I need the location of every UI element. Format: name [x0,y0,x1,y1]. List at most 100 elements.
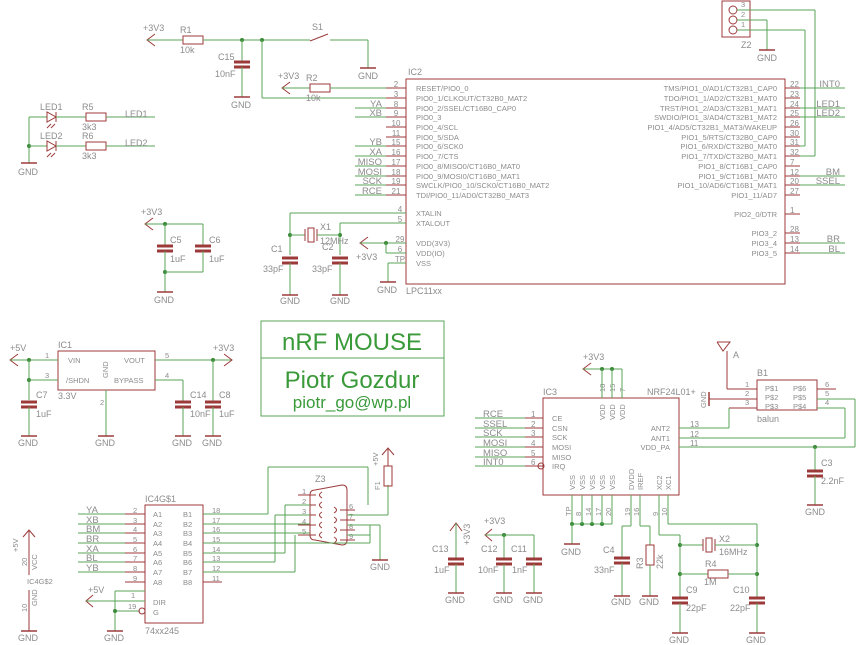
pin-name: VDD_PA [641,443,670,452]
pin-number: 14 [212,545,220,554]
pin-number: 9 [651,512,660,516]
net-label: XB [86,515,99,526]
pin-number: 19 [392,177,401,186]
label-components-r2-value: 10k [306,93,321,103]
pin-name: A5 [153,549,162,558]
label-components-r6-value: 3k3 [82,151,97,161]
label-supplies-gnd: GND [805,507,826,517]
label-ic2-name: IC2 [408,67,422,77]
pin-number: 11 [392,129,401,138]
pin-name: B5 [183,549,192,558]
pin-name: VSS [608,475,617,490]
pin-number: 18 [392,168,401,177]
net-label: BM [826,167,840,178]
pin-name: B6 [183,558,192,567]
pin-number: 3 [302,507,306,516]
resistor-r6: R6 3k3 LED2 [82,131,155,161]
net-label: INT0 [819,79,840,90]
pin-number: 2 [394,80,399,89]
net-label-led1: LED1 [125,109,148,119]
pin-name: B3 [183,529,192,538]
label-components-c14-name: C14 [190,390,207,400]
label-ic1-pins-2-num: 5 [165,351,169,360]
label-components-r5-name: R5 [82,102,94,112]
net-label: YA [370,99,383,110]
pin-number: 4 [398,205,403,214]
connector-z2: 3 2 1 Z2 GND [721,0,816,156]
label-components-z2-pins-2: 1 [741,20,745,29]
label-supplies-gnd: GND [358,71,379,81]
label-ic1-pins-3-num: 4 [165,371,169,380]
net-label: BR [86,534,99,545]
pin-name: PIO0_7/CTS [416,152,459,161]
pin-name: MOSI [552,443,571,452]
pin-number: 25 [790,109,799,118]
label-components-c15-value: 10nF [215,69,236,79]
label-ic1-pins-4-num: 2 [100,398,104,407]
pin-name: IREF [636,472,645,490]
pin-number: 15 [212,535,220,544]
pin-name: B8 [183,578,192,587]
label-components-s1-name: S1 [312,22,323,32]
pin-number: 27 [790,187,799,196]
pin-name: TDO/PIO1_1/AD2/CT32B1_MAT0 [664,94,777,103]
net-label: BR [827,234,840,245]
pin-number: 16 [632,508,641,516]
label-components-c11-value: 1nF [512,565,528,575]
net-label: YB [369,137,382,148]
pin-number: 6 [349,502,353,511]
label-supplies-gnd: GND [611,597,632,607]
label-ic4-value: 74xx245 [145,626,179,636]
label-ic4-ctrl_pins-1-num: 19 [128,602,136,611]
label-components-b1-pins_right-2-num: 4 [825,398,829,407]
pin-number: 1 [302,487,306,496]
pin-name: TRST/PIO1_2/AD3/CT32B1_MAT1 [660,104,777,113]
label-components-r6-name: R6 [82,131,94,141]
pin-name: CE [552,414,562,423]
pin-name: B4 [183,539,192,548]
pin-number: 8 [349,522,353,531]
net-label: SCK [362,176,382,187]
net-label: RCE [362,186,382,197]
label-components-c14-value: 10nF [190,409,211,419]
label-supplies-v33: +3V3 [141,207,162,217]
label-supplies-v33: +3V3 [143,23,164,33]
label-supplies-v33: +3V3 [583,352,604,362]
label-components-c4-name: C4 [603,545,615,555]
label-components-b1-pins_left-0-name: P$1 [765,384,778,393]
pin-number: TP [564,506,573,516]
label-components-z2-name: Z2 [741,40,752,50]
label-supplies-gnd: GND [95,438,116,448]
pin-number: 12 [790,168,799,177]
pin-name: VSS [578,475,587,490]
pin-number: 29 [396,235,405,244]
label-components-z3-name: Z3 [315,474,326,484]
label-supplies-gnd: GND [377,285,398,295]
pin-number: 3 [531,429,536,438]
pin-name: PIO0_9/MOSI0/CT16B0_MAT1 [416,172,520,181]
pin-number: 8 [133,564,137,573]
pin-number: 14 [584,508,593,516]
label-components-c7-name: C7 [36,390,48,400]
label-ic4-ctrl_pins-0-name: DIR [153,598,167,607]
label-components-b1-pins_right-0-num: 6 [825,380,829,389]
label-supplies-v33: +3V3 [462,524,472,545]
pin-name: VDD(3V3) [416,239,451,248]
pin-number: 3 [133,516,137,525]
label-supplies-gnd: GND [669,635,690,645]
pin-name: PIO1_4/AD5/CT32B1_MAT3/WAKEUP [647,123,777,132]
label-components-c12-value: 10nF [478,565,499,575]
pin-number: 6 [133,545,137,554]
label-components-c13-name: C13 [432,544,449,554]
net-label: YB [86,563,99,574]
pin-number: 26 [790,119,799,128]
label-ic1-pins-4-name: GND [101,361,110,378]
pin-number: 9 [394,109,399,118]
pin-number: 8 [574,512,583,516]
label-components-c6-name: C6 [209,235,221,245]
pin-number: 10 [392,119,401,128]
pin-number: 13 [690,420,699,429]
label-ic1-pins-2-name: VOUT [124,356,145,365]
